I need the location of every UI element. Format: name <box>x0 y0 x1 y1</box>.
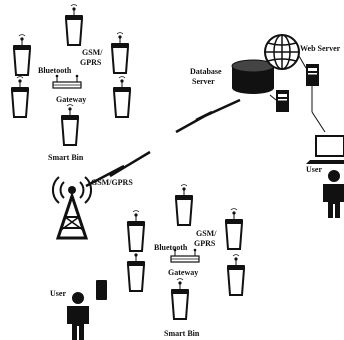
gsm-label: GSM/ <box>82 48 103 57</box>
smart-bin-label: Smart Bin <box>164 329 200 338</box>
server-icon <box>306 64 319 86</box>
phone-icon <box>96 280 107 300</box>
smart-bin-icon <box>224 207 244 250</box>
database-icon <box>231 59 275 94</box>
bluetooth-label: Bluetooth <box>154 243 188 252</box>
smart-bin-icon <box>64 3 84 46</box>
smart-bin-icon <box>12 33 32 76</box>
smart-bin-icon <box>10 75 30 118</box>
user-phone: User <box>50 280 107 340</box>
gsm-label: GSM/ <box>196 229 217 238</box>
gprs-label: GPRS <box>194 239 216 248</box>
user-icon <box>67 292 89 340</box>
lightning-link-icon <box>85 150 151 188</box>
gateway-icon <box>52 74 82 89</box>
smart-bin-icon <box>112 75 132 118</box>
gateway-label: Gateway <box>56 95 86 104</box>
smart-bin-icon <box>126 249 146 292</box>
smart-bin-icon <box>170 277 190 320</box>
globe-icon <box>264 34 300 70</box>
user-laptop: User <box>306 135 344 218</box>
server-label: Server <box>192 77 215 86</box>
cell-tower-icon <box>52 176 92 240</box>
user-icon <box>323 170 344 218</box>
smart-bin-icon <box>174 183 194 226</box>
server-icon <box>276 90 289 112</box>
smart-bin-icon <box>226 253 246 296</box>
smart-bin-icon <box>60 103 80 146</box>
lightning-link-icon <box>175 98 241 134</box>
gateway-label: Gateway <box>168 268 198 277</box>
gprs-label: GPRS <box>80 58 102 67</box>
bottom-cluster: Bluetooth GSM/ GPRS Gateway Smart Bin <box>126 183 246 338</box>
tower-link-label: GSM/GPRS <box>91 178 133 187</box>
web-server: Web Server <box>264 34 341 133</box>
smart-bin-label: Smart Bin <box>48 153 84 162</box>
laptop-icon <box>306 135 344 164</box>
top-cluster: Bluetooth GSM/ GPRS Gateway Smart Bin <box>10 3 132 162</box>
bluetooth-label: Bluetooth <box>38 66 72 75</box>
smart-bin-icon <box>110 31 130 74</box>
database-label: Database <box>190 67 222 76</box>
user-label: User <box>50 289 66 298</box>
smart-bin-icon <box>126 209 146 252</box>
web-server-label: Web Server <box>300 44 341 53</box>
user-label: User <box>306 165 322 174</box>
